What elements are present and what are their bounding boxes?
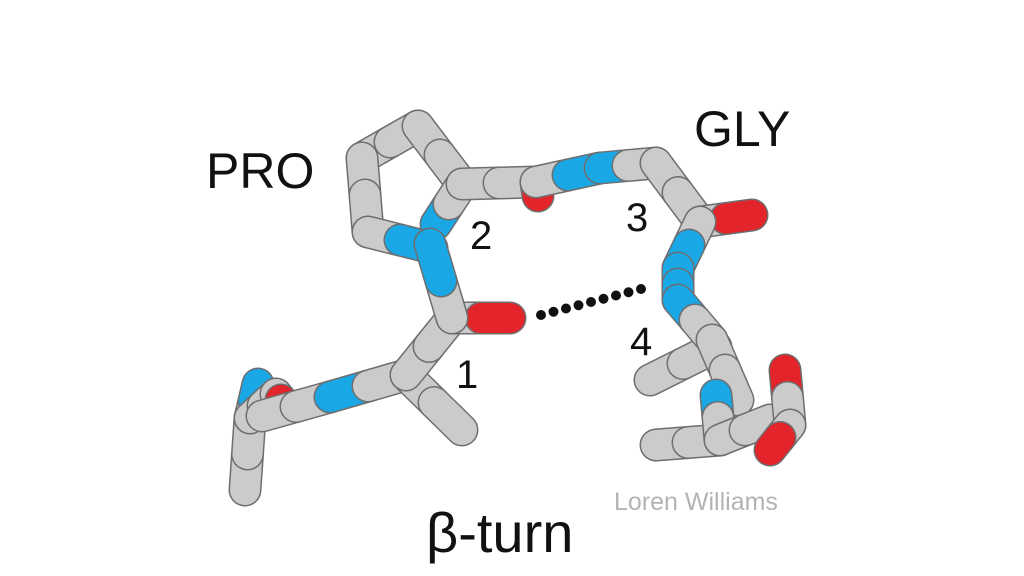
bond-ala-side-b	[417, 386, 479, 447]
hydrogen-bond-dot	[623, 287, 634, 298]
hydrogen-bond-dot	[536, 310, 546, 320]
bond-c-terminal-2-b	[728, 403, 787, 447]
position-label-2: 2	[470, 214, 493, 258]
position-label-4: 4	[630, 320, 653, 364]
hydrogen-bond-dot	[636, 284, 646, 294]
position-label-1: 1	[456, 353, 479, 397]
residue-label-gly: GLY	[694, 101, 791, 157]
bond-c1-n2-b	[413, 227, 458, 298]
hydrogen-bond-dot	[586, 297, 596, 307]
hydrogen-bond-dot	[548, 306, 559, 317]
hydrogen-bond-dot	[598, 293, 609, 304]
hydrogen-bond-dot	[561, 303, 571, 314]
residue-label-pro: PRO	[206, 143, 315, 199]
credit-text: Loren Williams	[614, 488, 778, 516]
position-label-3: 3	[626, 196, 649, 240]
bond-ca4-side-b	[708, 353, 755, 417]
hydrogen-bond-dot	[573, 300, 584, 311]
bond-c3-o3-b	[709, 198, 769, 235]
hydrogen-bond-dot	[611, 290, 621, 301]
hydrogen-bond	[536, 284, 646, 320]
diagram-title: β-turn	[426, 501, 574, 564]
bond-carboxyl-2-b	[753, 421, 797, 467]
